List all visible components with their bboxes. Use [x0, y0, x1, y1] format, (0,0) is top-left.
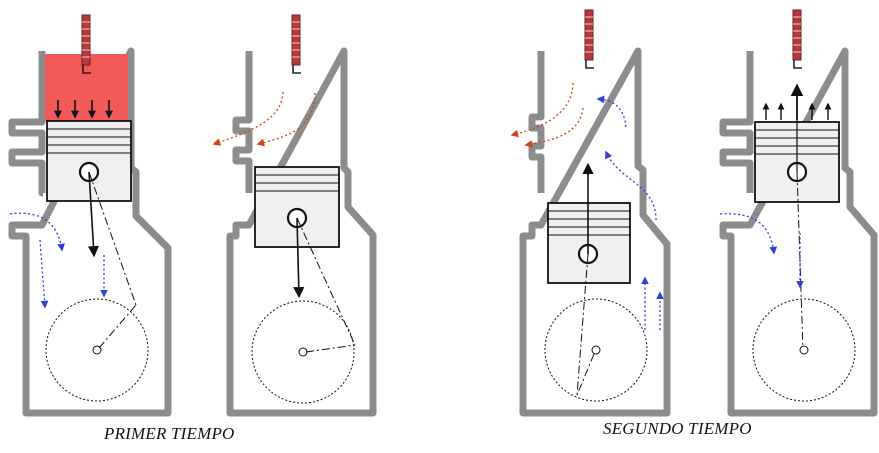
- flow-arrow-icon: [9, 212, 108, 309]
- flow-arrow-icon: [510, 82, 584, 148]
- caption-first-stroke: PRIMER TIEMPO: [104, 424, 235, 443]
- flow-arrow-icon: [596, 95, 664, 330]
- piston-icon: [46, 120, 132, 202]
- engine-4-casing: [719, 47, 878, 417]
- spark-plug-icon: [584, 9, 595, 69]
- spark-plug-icon: [81, 14, 92, 74]
- caption-second-stroke: SEGUNDO TIEMPO: [603, 419, 752, 438]
- crankshaft-icon: [251, 300, 356, 404]
- engine-3-casing: [519, 47, 671, 417]
- crankshaft-icon: [544, 298, 648, 402]
- spark-plug-icon: [792, 9, 803, 69]
- engine-3-compression-stroke: [510, 9, 671, 417]
- engine-2-exhaust-stroke: [212, 14, 377, 417]
- crankshaft-icon: [752, 298, 856, 402]
- engine-1-power-stroke: [8, 14, 172, 417]
- pressure-arrows: [54, 100, 113, 119]
- pressure-arrows: [762, 102, 832, 120]
- flow-arrow-icon: [212, 91, 316, 147]
- crankshaft-icon: [45, 298, 149, 402]
- flow-arrow-icon: [719, 213, 804, 289]
- engine-4-intake-stroke: [719, 9, 878, 417]
- spark-plug-icon: [291, 14, 302, 74]
- engine-2-casing: [226, 47, 377, 417]
- piston-icon: [547, 202, 631, 284]
